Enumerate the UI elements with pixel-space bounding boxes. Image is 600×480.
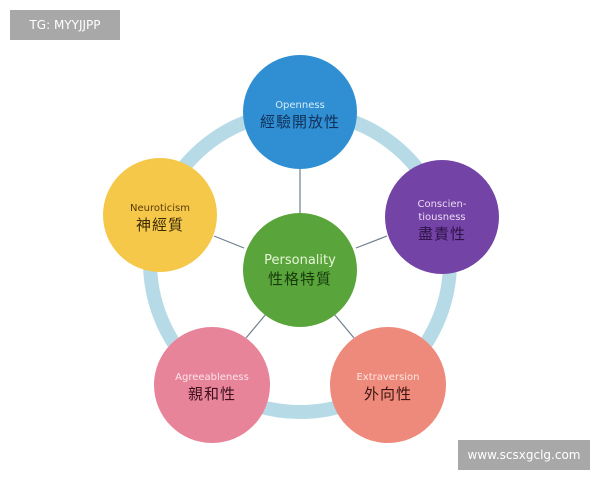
neuroticism-en: Neuroticism	[130, 202, 190, 214]
agreeableness-zh: 親和性	[187, 384, 236, 403]
personality-zh: 性格特質	[267, 269, 332, 288]
watermark-top: TG: MYYJJPP	[10, 10, 120, 40]
conscientiousness-en: Conscien-	[417, 199, 467, 210]
watermark-bottom-text: www.scsxgclg.com	[467, 448, 581, 462]
neuroticism-zh: 神經質	[135, 215, 184, 234]
trait-agreeableness: Agreeableness 親和性	[154, 327, 270, 443]
extraversion-zh: 外向性	[363, 384, 412, 403]
trait-conscientiousness: Conscien- tiousness 盡責性	[385, 160, 499, 274]
connector-agreeableness	[245, 313, 267, 339]
extraversion-en: Extraversion	[356, 371, 420, 383]
watermark-bottom: www.scsxgclg.com	[458, 440, 590, 470]
trait-extraversion: Extraversion 外向性	[330, 327, 446, 443]
openness-en: Openness	[275, 99, 325, 111]
openness-zh: 經驗開放性	[259, 112, 340, 131]
watermark-top-text: TG: MYYJJPP	[29, 18, 101, 32]
connector-conscientiousness	[355, 235, 388, 249]
connector-extraversion	[333, 313, 355, 339]
center-personality: Personality 性格特質	[243, 213, 357, 327]
connectors	[213, 169, 388, 339]
agreeableness-en: Agreeableness	[175, 371, 249, 383]
trait-openness: Openness 經驗開放性	[243, 55, 357, 169]
conscientiousness-zh: 盡責性	[417, 225, 466, 243]
conscientiousness-en2: tiousness	[418, 212, 466, 223]
personality-en: Personality	[264, 252, 336, 268]
trait-neuroticism: Neuroticism 神經質	[103, 158, 217, 272]
connector-neuroticism	[213, 235, 245, 249]
